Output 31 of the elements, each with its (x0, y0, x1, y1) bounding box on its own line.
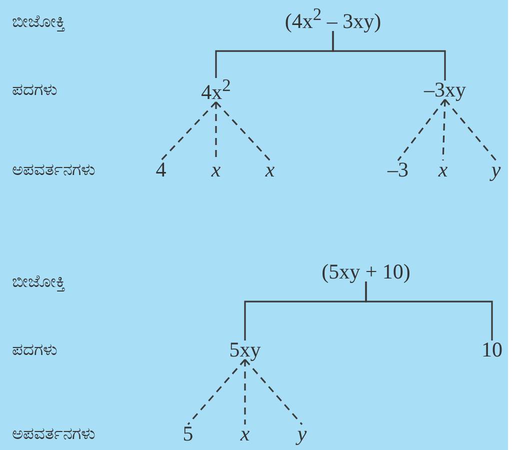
term-text: (4x$^{2}$ – 3xy) (284, 4, 382, 34)
term-text: 4 (154, 158, 168, 182)
term-text: x (210, 158, 222, 182)
row-label: ಅಪವರ್ತನಗಳು (12, 424, 95, 444)
term-text: y (490, 158, 502, 182)
term-text: x (437, 158, 449, 182)
dashed-line (187, 359, 246, 425)
row-label: ಪದಗಳು (12, 340, 57, 360)
term-text: 5xy (228, 338, 262, 362)
dashed-line (244, 359, 303, 425)
row-label: ಅಪವರ್ತನಗಳು (12, 160, 95, 180)
row-label: ಪದಗಳು (12, 80, 57, 100)
dashed-line (160, 102, 217, 161)
term-text: 4x$^{2}$ (200, 76, 232, 104)
tree-bracket-line (332, 31, 446, 80)
term-text: –3xy (423, 78, 467, 102)
term-text: –3 (386, 158, 410, 182)
tree-bracket-line (365, 282, 493, 340)
dashed-line (444, 99, 497, 161)
dashed-line (442, 100, 446, 160)
term-text: 10 (480, 338, 504, 362)
dashed-line (215, 102, 271, 161)
row-label: ಬೀಜೋಕ್ತಿ (12, 272, 65, 292)
term-text: x (239, 422, 251, 446)
term-text: (5xy + 10) (320, 260, 412, 284)
dashed-line (244, 360, 246, 424)
term-text: y (296, 422, 308, 446)
term-text: 5 (182, 422, 194, 446)
row-label: ಬೀಜೋಕ್ತಿ (12, 12, 65, 32)
dashed-line (397, 99, 446, 161)
term-text: x (264, 158, 276, 182)
